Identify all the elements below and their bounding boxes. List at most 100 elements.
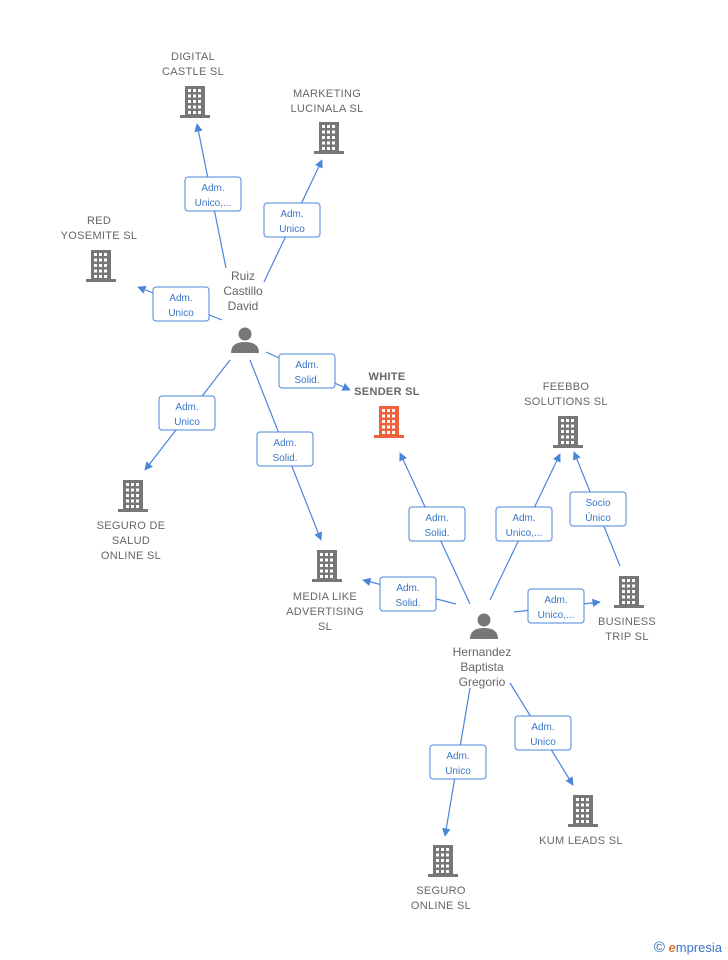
company-name: WHITE: [369, 371, 406, 383]
brand-footer[interactable]: © empresia: [654, 939, 722, 956]
person-name: Hernandez: [453, 645, 512, 659]
relation-label-text: Unico: [530, 737, 556, 748]
company-node-marketing[interactable]: MARKETING LUCINALA SL: [290, 88, 363, 154]
person-name: David: [228, 299, 259, 313]
company-name: MEDIA LIKE: [293, 591, 357, 603]
relation-label-box: [495, 506, 553, 542]
relation-label-text: Solid.: [294, 375, 319, 386]
copyright-icon: ©: [653, 939, 665, 956]
building-icon: [553, 416, 583, 448]
relation-label-box: [527, 588, 585, 624]
company-name: CASTLE SL: [162, 66, 224, 78]
company-name: LUCINALA SL: [290, 103, 363, 115]
company-node-red[interactable]: RED YOSEMITE SL: [61, 215, 138, 282]
relation-label-text: Unico,...: [506, 528, 543, 539]
person-name: Castillo: [223, 284, 263, 298]
relation-label-text: Adm.: [273, 438, 296, 449]
company-name: MARKETING: [293, 88, 361, 100]
relation-label-r8[interactable]: Adm. Unico,...: [495, 506, 553, 542]
relation-label-box: [408, 506, 466, 542]
company-name: YOSEMITE SL: [61, 230, 138, 242]
company-name: ONLINE SL: [101, 550, 161, 562]
company-name: SALUD: [112, 535, 150, 547]
relation-label-text: Adm.: [295, 360, 318, 371]
relation-label-box: [152, 286, 210, 322]
relation-label-text: Adm.: [169, 293, 192, 304]
relation-label-box: [278, 353, 336, 389]
company-node-seguro_salud[interactable]: SEGURO DE SALUD ONLINE SL: [97, 480, 166, 562]
relation-label-r1[interactable]: Adm. Unico,...: [184, 176, 242, 212]
relation-label-box: [429, 744, 487, 780]
relation-label-text: Adm.: [512, 513, 535, 524]
relation-label-text: Unico: [168, 308, 194, 319]
brand-name: mpresia: [675, 940, 722, 955]
company-name: TRIP SL: [605, 631, 648, 643]
company-name: SEGURO DE: [97, 520, 166, 532]
relation-label-text: Solid.: [395, 598, 420, 609]
relation-label-box: [379, 576, 437, 612]
person-icon: [231, 327, 259, 353]
company-name: KUM LEADS SL: [539, 835, 623, 847]
relation-label-r3[interactable]: Adm. Unico: [152, 286, 210, 322]
relation-label-text: Adm.: [531, 722, 554, 733]
company-name: SENDER SL: [354, 386, 420, 398]
company-node-digital[interactable]: DIGITAL CASTLE SL: [162, 51, 224, 118]
relation-label-text: Adm.: [280, 209, 303, 220]
relation-label-r12[interactable]: Adm.Unico: [429, 744, 487, 780]
company-name: ADVERTISING: [286, 606, 364, 618]
company-node-media[interactable]: MEDIA LIKE ADVERTISING SL: [286, 550, 364, 633]
nodes-layer: DIGITAL CASTLE SL MARKETING LUCINALA SL RED Y…: [61, 51, 656, 912]
company-name: SL: [318, 621, 332, 633]
relation-label-r4[interactable]: Adm. Solid.: [278, 353, 336, 389]
company-node-seguro_online[interactable]: SEGURO ONLINE SL: [411, 845, 471, 912]
person-name: Baptista: [460, 660, 504, 674]
relation-label-text: Unico: [279, 224, 305, 235]
brand-logo-letter: e: [668, 940, 676, 955]
relation-label-text: Adm.: [544, 595, 567, 606]
building-icon: [180, 86, 210, 118]
building-icon: [86, 250, 116, 282]
company-node-white[interactable]: WHITE SENDER SL: [354, 371, 420, 438]
relation-label-text: Unico: [174, 417, 200, 428]
building-icon: [118, 480, 148, 512]
relation-label-text: Solid.: [272, 453, 297, 464]
company-name: ONLINE SL: [411, 900, 471, 912]
company-name: DIGITAL: [171, 51, 215, 63]
edge-labels-layer: Adm.Unico,...Adm.UnicoAdm.UnicoAdm.Solid…: [152, 176, 627, 780]
relation-label-r6[interactable]: Adm. Solid.: [256, 431, 314, 467]
building-icon: [614, 576, 644, 608]
building-icon: [374, 406, 404, 438]
relation-label-text: Solid.: [424, 528, 449, 539]
building-icon: [314, 122, 344, 154]
relation-label-text: Adm.: [201, 183, 224, 194]
relation-label-box: [158, 395, 216, 431]
relation-label-text: Unico,...: [195, 198, 232, 209]
relation-label-r5[interactable]: Adm. Unico: [158, 395, 216, 431]
relation-label-text: Adm.: [446, 751, 469, 762]
person-icon: [470, 613, 498, 639]
building-icon: [312, 550, 342, 582]
relation-label-r11[interactable]: Adm. Unico,...: [527, 588, 585, 624]
relation-label-r10[interactable]: Adm.Solid.: [379, 576, 437, 612]
relation-label-r7[interactable]: Adm. Solid.: [408, 506, 466, 542]
building-icon: [568, 795, 598, 827]
company-name: FEEBBO: [543, 381, 590, 393]
relation-label-box: [256, 431, 314, 467]
building-icon: [428, 845, 458, 877]
company-name: RED: [87, 215, 111, 227]
relation-label-box: [569, 491, 627, 527]
relation-label-text: Socio: [585, 498, 610, 509]
relation-label-text: Adm.: [175, 402, 198, 413]
relation-label-text: Adm.: [425, 513, 448, 524]
relation-label-r2[interactable]: Adm. Unico: [263, 202, 321, 238]
relation-label-text: Unico,...: [538, 610, 575, 621]
company-node-kum[interactable]: KUM LEADS SL: [539, 795, 623, 847]
relation-label-r13[interactable]: Adm. Unico: [514, 715, 572, 751]
company-name: SEGURO: [416, 885, 466, 897]
